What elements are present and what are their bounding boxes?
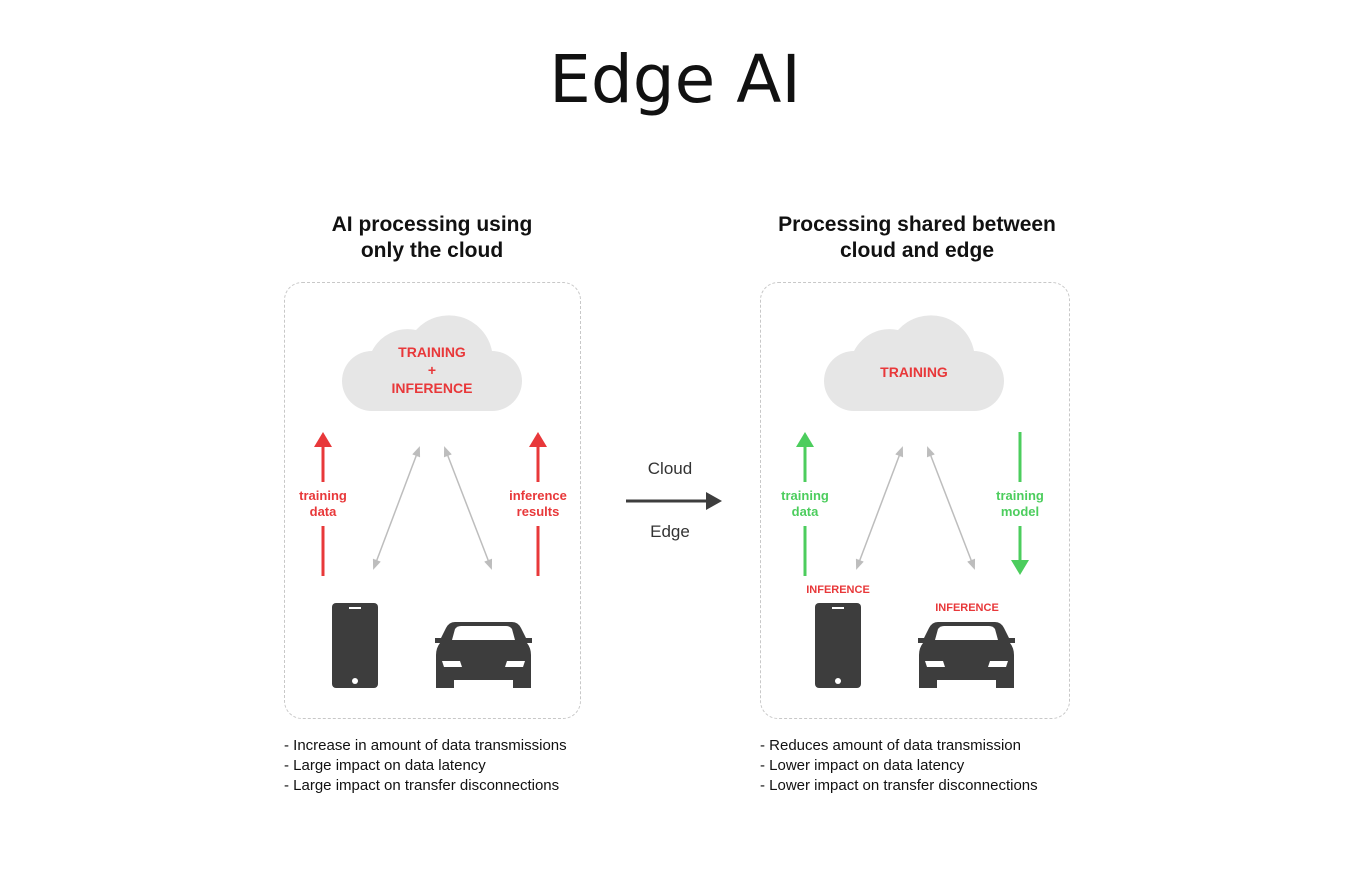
car-inference-tag: INFERENCE	[935, 602, 999, 614]
right-cloud-label: TRAINING	[880, 364, 948, 380]
slide-title: Edge AI	[549, 41, 801, 118]
right-training-model-line1: training	[996, 488, 1044, 503]
left-bullet-item: - Large impact on data latency	[284, 757, 486, 774]
left-heading-line2: only the cloud	[360, 239, 504, 262]
left-inference-label-line1: inference	[509, 488, 567, 503]
cloud-label: Cloud	[647, 459, 693, 478]
right-training-data-label: training data	[765, 488, 845, 520]
right-bullet-item: - Lower impact on data latency	[760, 757, 965, 774]
left-cloud-line1: TRAINING	[398, 344, 466, 360]
right-gray-double-arrows-icon	[855, 446, 976, 570]
right-training-model-label: training model	[980, 488, 1060, 520]
right-training-data-arrow-icon	[796, 432, 814, 576]
cloud-to-edge-arrow-icon	[626, 492, 722, 510]
left-inference-results-arrow-icon	[529, 432, 547, 576]
right-training-data-line1: training	[781, 488, 829, 503]
right-panel-box	[760, 282, 1070, 719]
left-inference-label-line2: results	[516, 504, 560, 519]
left-panel-heading: AI processing using only the cloud	[282, 212, 582, 264]
right-phone-icon	[815, 603, 861, 688]
left-training-label-line1: training	[299, 488, 347, 503]
right-bullet-list: - Reduces amount of data transmission - …	[760, 736, 1038, 796]
left-cloud-line3: INFERENCE	[391, 380, 473, 396]
left-phone-icon	[332, 603, 378, 688]
right-heading-line1: Processing shared between	[778, 213, 1056, 236]
right-training-data-line2: data	[791, 504, 819, 519]
right-training-model-line2: model	[1000, 504, 1040, 519]
left-bullet-item: - Increase in amount of data transmissio…	[284, 737, 567, 754]
left-heading-line1: AI processing using	[331, 213, 533, 236]
left-car-icon	[435, 622, 532, 688]
right-car-icon	[918, 622, 1015, 688]
right-training-model-arrow-icon	[1011, 432, 1029, 575]
left-cloud-icon	[342, 315, 522, 411]
edge-label: Edge	[650, 522, 690, 541]
left-cloud-label: TRAINING + INFERENCE	[372, 343, 492, 397]
right-bullet-item: - Lower impact on transfer disconnection…	[760, 777, 1038, 794]
left-gray-double-arrows-icon	[372, 446, 493, 570]
left-training-label-line2: data	[309, 504, 337, 519]
right-bullet-item: - Reduces amount of data transmission	[760, 737, 1021, 754]
phone-inference-tag: INFERENCE	[806, 584, 870, 596]
left-bullet-list: - Increase in amount of data transmissio…	[284, 736, 567, 796]
left-bullet-item: - Large impact on transfer disconnection…	[284, 777, 560, 794]
left-panel-box	[284, 282, 581, 719]
left-training-data-label: training data	[283, 488, 363, 520]
left-inference-results-label: inference results	[496, 488, 580, 520]
left-training-data-arrow-icon	[314, 432, 332, 576]
right-panel-heading: Processing shared between cloud and edge	[752, 212, 1082, 264]
left-cloud-line2: +	[427, 362, 437, 378]
right-heading-line2: cloud and edge	[839, 239, 994, 262]
right-cloud-icon	[824, 315, 1004, 411]
